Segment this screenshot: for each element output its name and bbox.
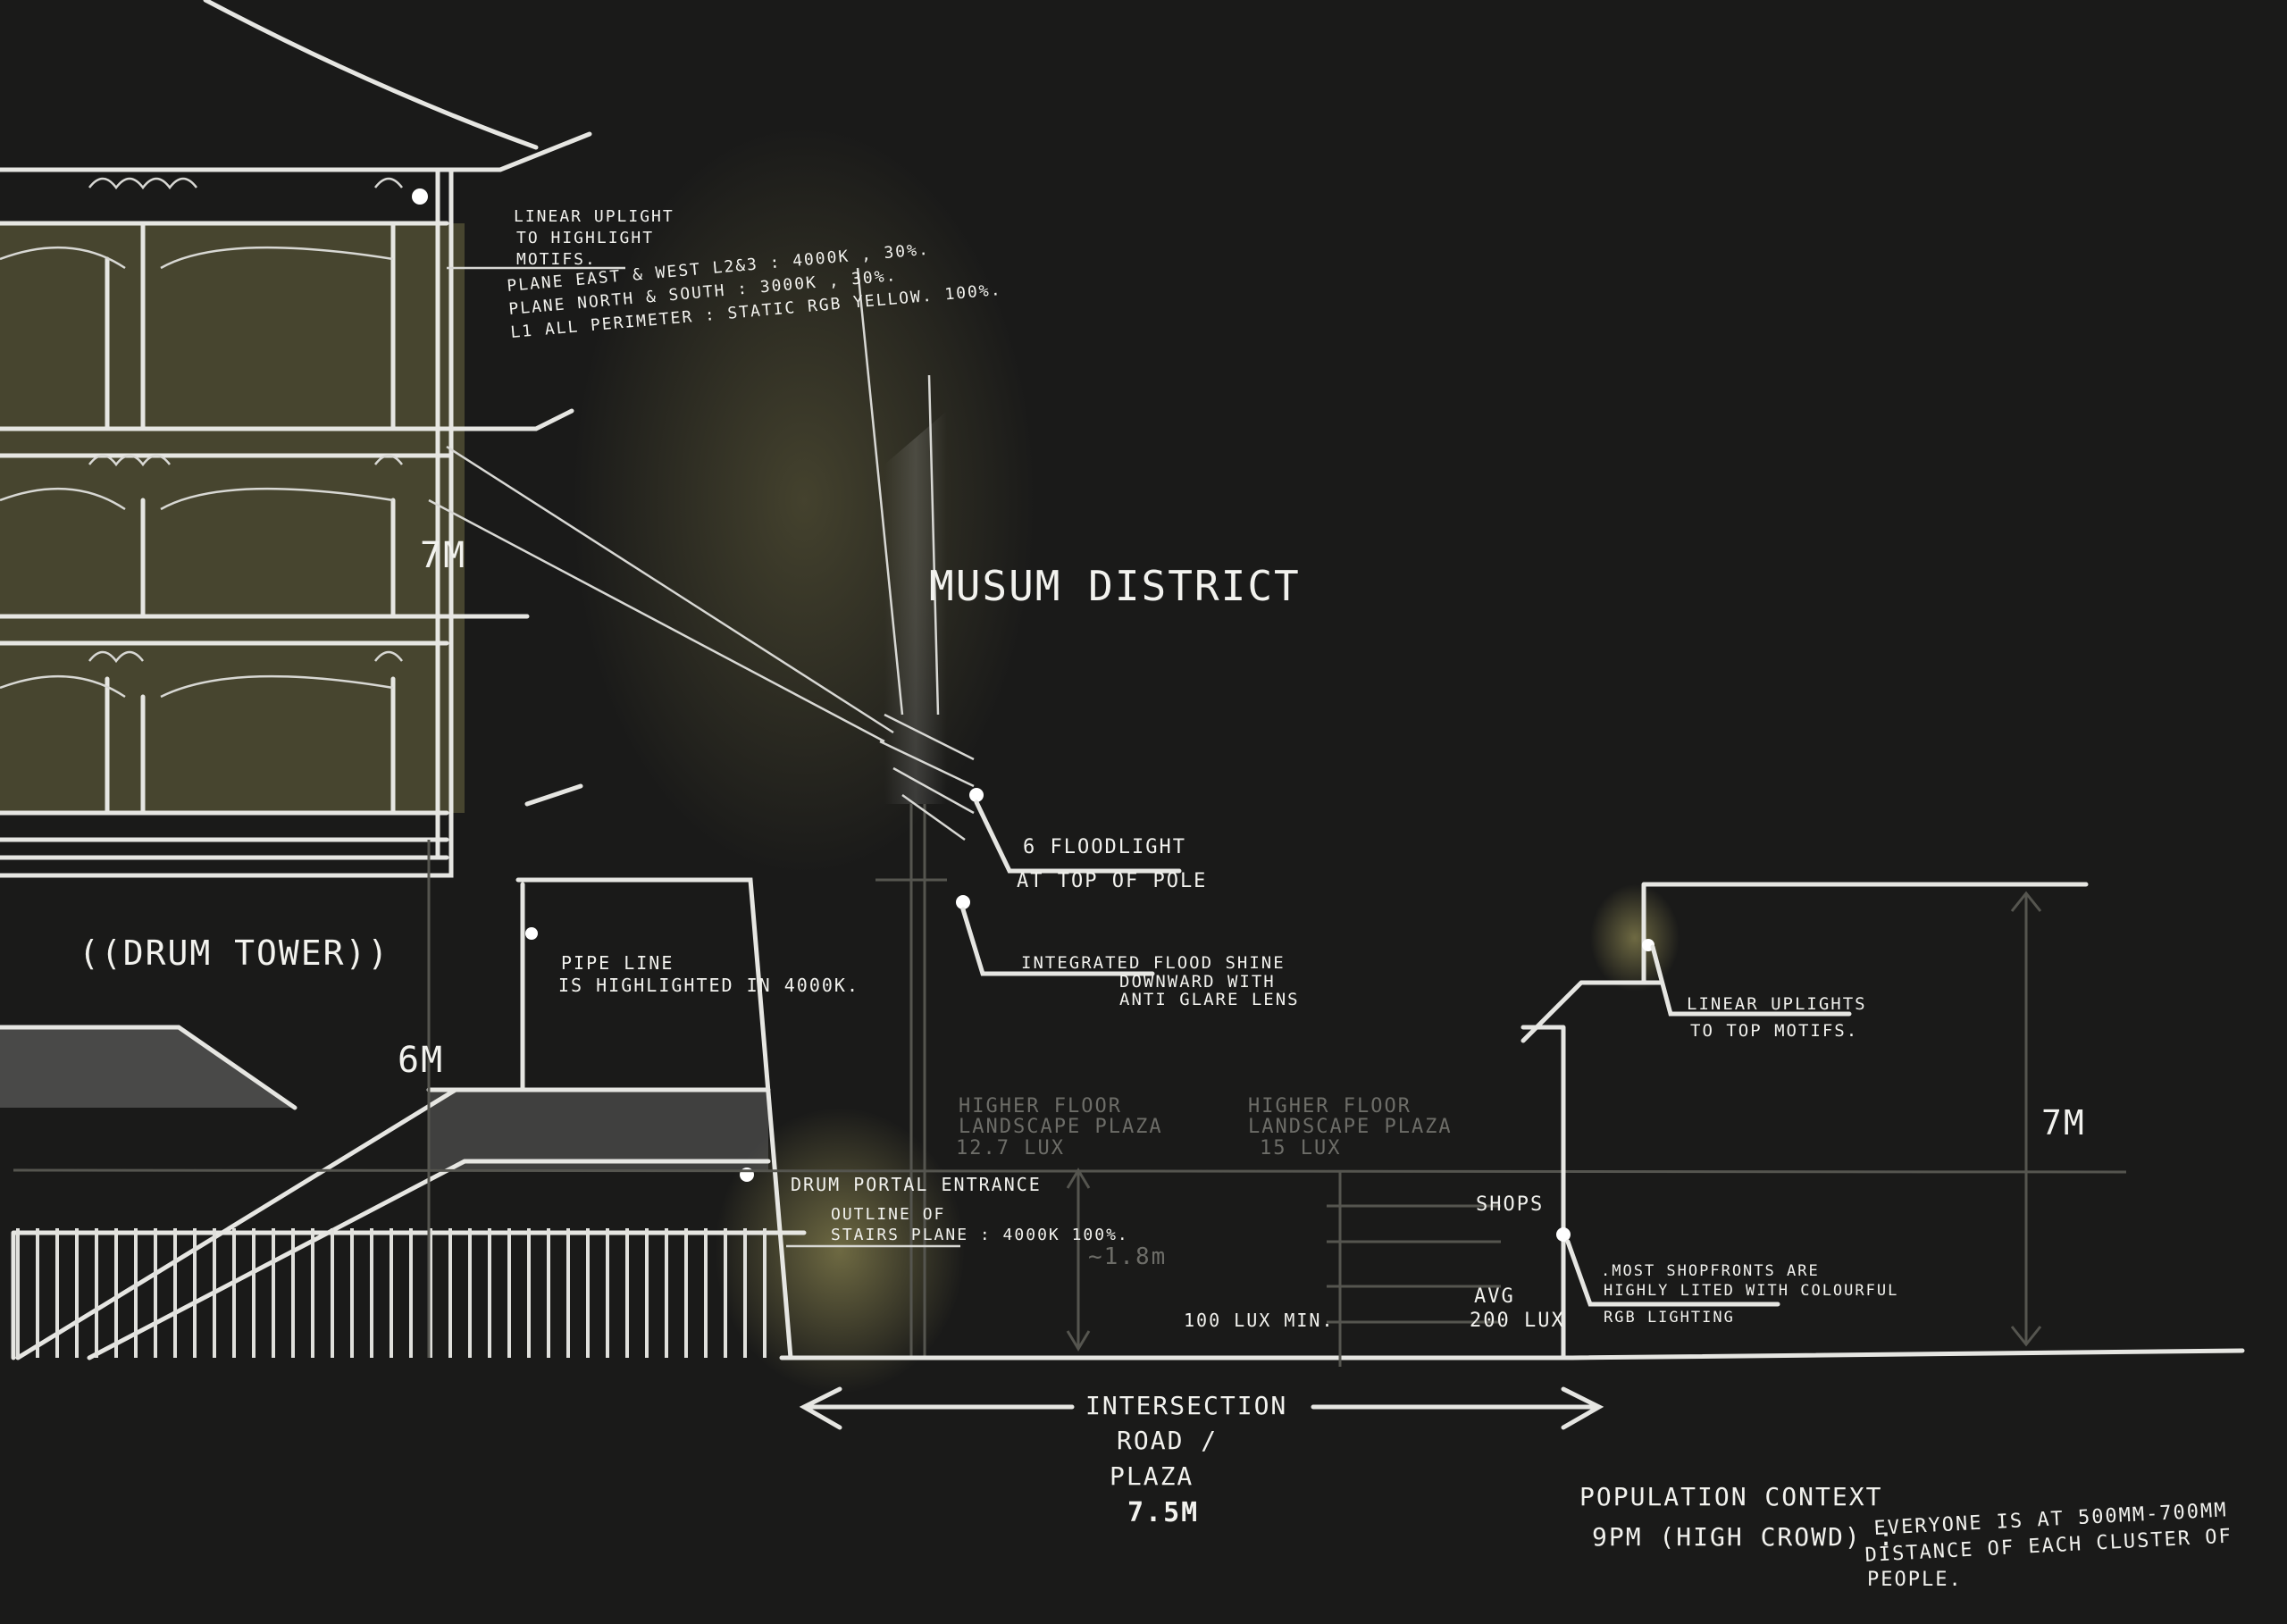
shop-glow — [1590, 884, 1680, 992]
plaza-note-2: LANDSCAPE PLAZA — [1248, 1116, 1453, 1138]
floodlight-note: AT TOP OF POLE — [1017, 870, 1207, 892]
shops-label: SHOPS — [1476, 1193, 1544, 1216]
stairs-note: STAIRS PLANE : 4000K 100%. — [831, 1226, 1129, 1244]
pipe-note: IS HIGHLIGHTED IN 4000K. — [558, 975, 859, 996]
note-line: LINEAR UPLIGHT — [514, 207, 674, 226]
dimension-6m: 6M — [398, 1040, 444, 1081]
shopfront-note: RGB LIGHTING — [1604, 1309, 1735, 1327]
ground — [13, 1168, 2245, 1430]
avg-lux-label: 200 LUX — [1470, 1310, 1565, 1332]
avg-lux-label: AVG — [1474, 1285, 1515, 1308]
person-height: ~1.8m — [1088, 1243, 1167, 1270]
population-time: 9PM (HIGH CROWD) : — [1592, 1522, 1895, 1552]
plaza-note-2: 15 LUX — [1260, 1137, 1341, 1159]
flood-pole — [428, 267, 1182, 1358]
portal-note: DRUM PORTAL ENTRANCE — [791, 1174, 1042, 1195]
podium — [0, 877, 807, 1360]
road-label: INTERSECTION — [1085, 1391, 1287, 1420]
fence — [16, 1228, 767, 1358]
plaza-note-1: HIGHER FLOOR — [959, 1095, 1122, 1118]
integrated-note: ANTI GLARE LENS — [1119, 990, 1300, 1009]
road-label: PLAZA — [1110, 1461, 1194, 1491]
population-title: POPULATION CONTEXT — [1579, 1482, 1882, 1511]
dimension-7m-right: 7M — [2041, 1103, 2086, 1143]
right-uplight-note: TO TOP MOTIFS. — [1690, 1021, 1858, 1041]
stairs-note: OUTLINE OF — [831, 1205, 945, 1224]
note-line: MOTIFS. — [516, 250, 597, 269]
building-label: ((DRUM TOWER)) — [79, 933, 390, 973]
plaza-note-1: LANDSCAPE PLAZA — [959, 1116, 1163, 1138]
pipe-note: PIPE LINE — [561, 952, 674, 974]
right-uplight-note: LINEAR UPLIGHTS — [1687, 994, 1867, 1014]
integrated-note: INTEGRATED FLOOD SHINE — [1021, 953, 1286, 973]
plaza-note-1: 12.7 LUX — [956, 1137, 1065, 1159]
floodlight-note: 6 FLOODLIGHT — [1023, 836, 1186, 858]
population-note: PEOPLE. — [1867, 1569, 1963, 1591]
lux-min-label: 100 LUX MIN. — [1184, 1310, 1335, 1331]
shopfront-note: HIGHLY LITED WITH COLOURFUL — [1604, 1282, 1898, 1300]
note-line: TO HIGHLIGHT — [516, 229, 654, 247]
tower-glow — [0, 223, 465, 813]
shopfront-note: .MOST SHOPFRONTS ARE — [1601, 1262, 1820, 1280]
integrated-note: DOWNWARD WITH — [1119, 972, 1276, 992]
road-width: 7.5M — [1127, 1497, 1199, 1528]
plaza-note-2: HIGHER FLOOR — [1248, 1095, 1412, 1118]
drum-tower — [0, 0, 592, 878]
road-label: ROAD / — [1117, 1426, 1218, 1455]
district-title: MUSUM DISTRICT — [929, 562, 1301, 610]
dimension-7m-left: 7M — [420, 535, 466, 576]
shop-building — [1520, 882, 2089, 1360]
